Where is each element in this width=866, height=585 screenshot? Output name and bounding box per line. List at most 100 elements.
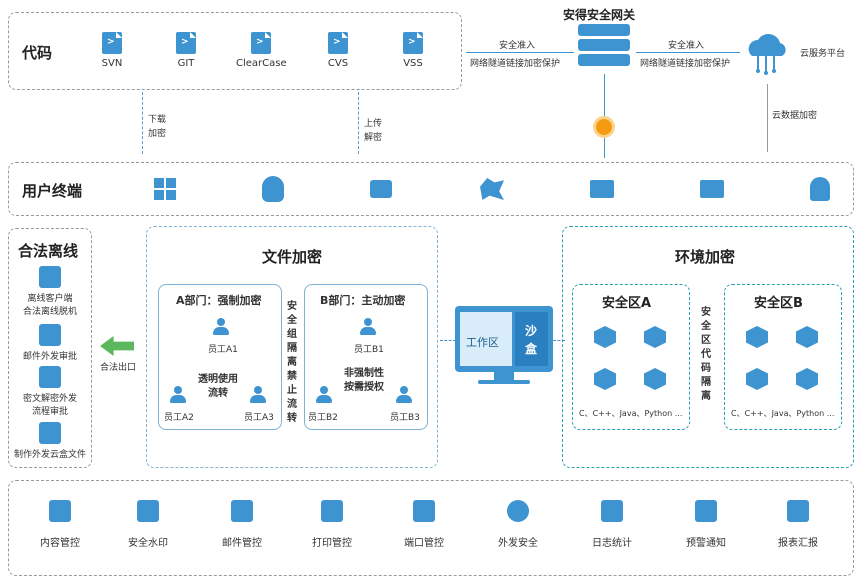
cube-icon	[644, 326, 666, 348]
feature-label: 端口管控	[404, 538, 444, 549]
offline-item[interactable]: 制作外发云盒文件	[8, 422, 92, 460]
zone-b-panel	[724, 284, 842, 430]
offline-item-label: 邮件外发审批	[22, 352, 77, 362]
dept-b-center-1: 非强制性	[344, 368, 384, 379]
file-encrypt-title: 文件加密	[262, 248, 323, 266]
user-b3: 员工B3	[390, 413, 420, 423]
sandbox-label-1: 沙	[525, 324, 538, 338]
tool-label: ClearCase	[236, 58, 287, 69]
dept-b-panel	[304, 284, 428, 430]
report-icon	[787, 500, 809, 522]
user-a1: 员工A1	[208, 345, 238, 355]
zone-a-panel	[572, 284, 690, 430]
offline-client-icon	[39, 266, 61, 288]
download-arrow	[142, 92, 143, 154]
sandbox-zone[interactable]	[515, 312, 548, 366]
feature-log-stats[interactable]: 日志统计	[580, 500, 644, 549]
exit-label: 合法出口	[100, 363, 137, 373]
cube-icon	[746, 326, 768, 348]
group-isolation-label: 安全组隔离禁止流转	[287, 301, 297, 424]
feature-label: 打印管控	[312, 538, 352, 549]
monitor-base	[478, 380, 530, 384]
user-a3-icon	[250, 386, 266, 404]
tool-vss[interactable]: > VSS	[393, 32, 433, 69]
vss-icon: >	[403, 32, 423, 54]
upload-label-1: 上传	[364, 119, 383, 129]
user-b1: 员工B1	[354, 345, 384, 355]
workspace-link-left	[440, 340, 456, 341]
zone-isolation-label: 安全区代码隔离	[701, 307, 711, 402]
gateway-node-icon	[593, 116, 615, 138]
cloud-label: 云服务平台	[800, 49, 846, 59]
terminal-title: 用户终端	[22, 182, 83, 200]
gateway-right-line2: 网络隧道链接加密保护	[640, 59, 731, 69]
uos-icon[interactable]	[700, 180, 724, 198]
tool-svn[interactable]: > SVN	[92, 32, 132, 69]
zone-a-langs: C、C++、Java、Python ...	[579, 409, 683, 418]
monitor-icon[interactable]	[590, 180, 614, 198]
bar-chart-icon	[601, 500, 623, 522]
cloud-link	[767, 84, 768, 152]
offline-item[interactable]: 邮件外发审批	[8, 324, 92, 362]
user-a2-icon	[170, 386, 186, 404]
cloud-encrypt-label: 云数据加密	[772, 111, 818, 121]
svn-icon: >	[102, 32, 122, 54]
zone-b-title: 安全区B	[754, 296, 803, 311]
printer-icon	[321, 500, 343, 522]
offline-item-label: 离线客户端	[27, 294, 73, 304]
work-zone-label: 工作区	[466, 336, 499, 349]
dept-a-center-1: 透明使用	[198, 374, 238, 385]
cube-icon	[746, 368, 768, 390]
offline-item[interactable]: 密文解密外发 流程审批	[8, 366, 92, 417]
cube-icon	[594, 368, 616, 390]
env-encrypt-panel	[562, 226, 854, 468]
tool-clearcase[interactable]: > ClearCase	[236, 32, 287, 69]
offline-item[interactable]: 离线客户端 合法离线脱机	[8, 266, 92, 317]
clearcase-icon: >	[251, 32, 271, 54]
android-icon[interactable]	[810, 177, 830, 201]
exit-arrow-icon	[100, 336, 134, 356]
download-label-2: 加密	[148, 129, 167, 139]
gateway-left-link	[466, 52, 574, 53]
feature-label: 内容管控	[40, 538, 80, 549]
zone-b-langs: C、C++、Java、Python ...	[731, 409, 835, 418]
feature-outbound-security[interactable]: 外发安全	[486, 500, 550, 549]
user-b2-icon	[316, 386, 332, 404]
mail-icon	[39, 324, 61, 346]
windows-icon[interactable]	[154, 178, 176, 200]
sandbox-label-2: 盒	[525, 342, 538, 356]
offline-item-label: 密文解密外发	[22, 394, 77, 404]
gateway-left-line2: 网络隧道链接加密保护	[470, 59, 561, 69]
zone-a-title: 安全区A	[602, 296, 652, 311]
linux-icon[interactable]	[262, 176, 284, 202]
tool-label: CVS	[327, 58, 349, 69]
cloud-box-icon	[39, 422, 61, 444]
feature-port-control[interactable]: 端口管控	[392, 500, 456, 549]
feature-alert[interactable]: 预警通知	[674, 500, 738, 549]
server-icon	[578, 24, 630, 66]
watermark-icon	[137, 500, 159, 522]
workspace-screen[interactable]	[460, 312, 512, 366]
cube-icon	[796, 368, 818, 390]
code-title: 代码	[22, 44, 53, 62]
feature-watermark[interactable]: 安全水印	[116, 500, 180, 549]
offline-item-sublabel: 流程审批	[31, 407, 68, 417]
feature-print-control[interactable]: 打印管控	[300, 500, 364, 549]
tool-label: GIT	[177, 58, 195, 69]
mac-icon[interactable]	[370, 180, 392, 198]
user-a3: 员工A3	[244, 413, 274, 423]
feature-label: 外发安全	[498, 538, 538, 549]
feature-panel	[8, 480, 854, 576]
cube-icon	[644, 368, 666, 390]
feature-report[interactable]: 报表汇报	[766, 500, 830, 549]
user-a2: 员工A2	[164, 413, 194, 423]
mail-settings-icon	[231, 500, 253, 522]
feature-content-control[interactable]: 内容管控	[28, 500, 92, 549]
tool-git[interactable]: > GIT	[166, 32, 206, 69]
tool-cvs[interactable]: > CVS	[318, 32, 358, 69]
feature-mail-control[interactable]: 邮件管控	[210, 500, 274, 549]
dept-a-panel	[158, 284, 282, 430]
kylin-icon[interactable]	[480, 178, 504, 200]
alarm-icon	[695, 500, 717, 522]
gateway-title: 安得安全网关	[563, 8, 636, 22]
